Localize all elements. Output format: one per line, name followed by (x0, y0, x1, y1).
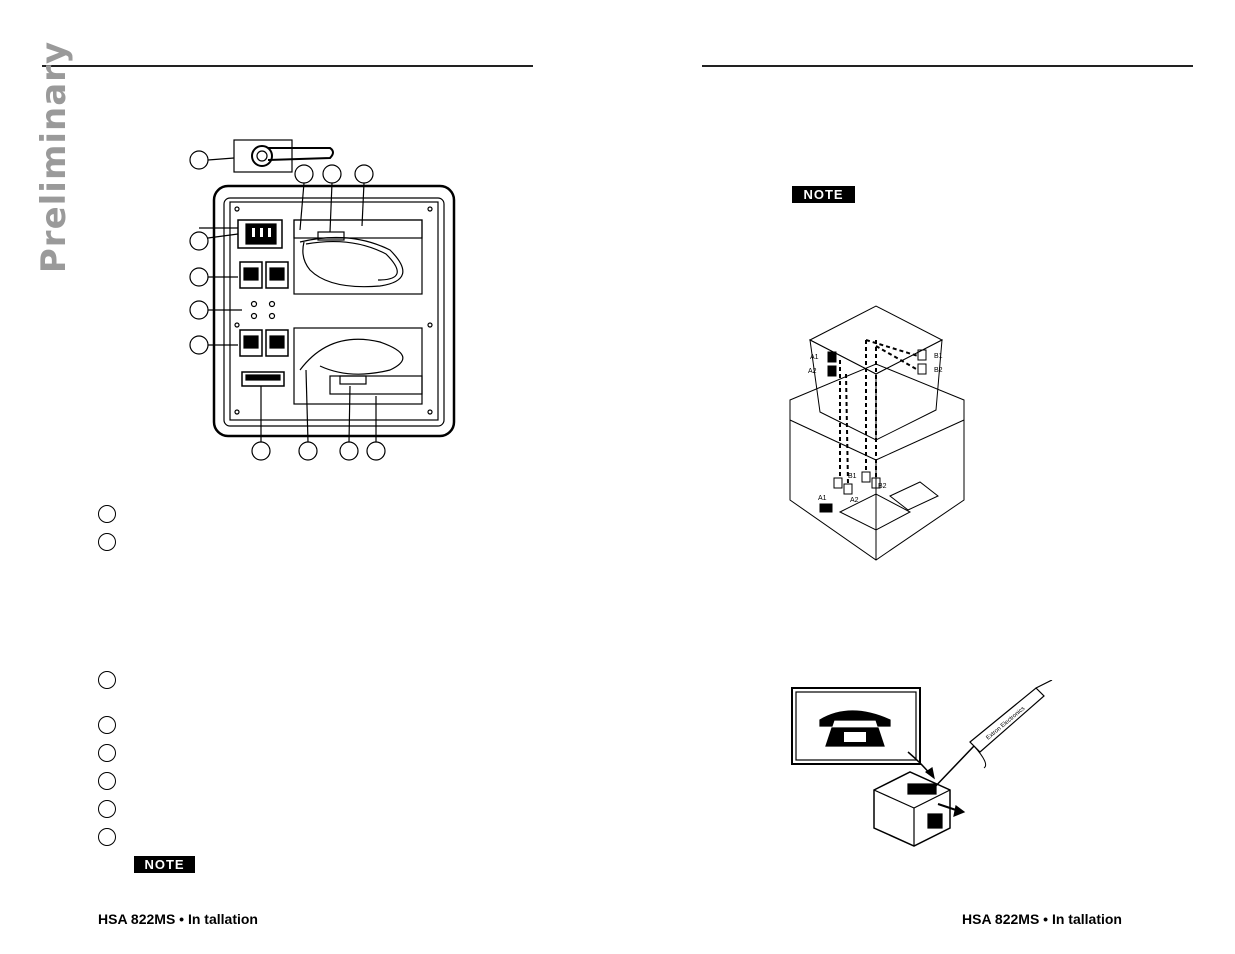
bullet-6 (98, 772, 116, 790)
callout-6 (189, 267, 209, 287)
label-a2-top: A2 (808, 368, 817, 375)
enclosure-wiring-diagram: A1 A2 B1 B2 A1 A2 B1 B2 (789, 305, 965, 561)
label-b1-bottom: B1 (848, 473, 857, 480)
rear-panel-diagram (189, 139, 456, 461)
telephone-icon (819, 710, 891, 747)
bullet-1 (98, 505, 116, 523)
callout-12 (366, 441, 386, 461)
bullet-3 (98, 671, 116, 689)
bullet-7 (98, 800, 116, 818)
left-watermark: Preliminary (34, 40, 75, 274)
note-label-left: NOTE (134, 856, 195, 873)
left-footer: HSA 822MS • In tallation (98, 911, 258, 927)
callout-7 (189, 300, 209, 320)
callout-9 (251, 441, 271, 461)
bullet-4 (98, 716, 116, 734)
right-page-top-rule (702, 65, 1193, 67)
callout-3 (294, 164, 314, 184)
right-footer: HSA 822MS • In tallation (962, 911, 1122, 927)
callout-1 (189, 150, 209, 170)
callout-2 (189, 231, 209, 251)
note-label-right: NOTE (792, 186, 855, 203)
label-a1-bottom: A1 (818, 495, 827, 502)
left-page-top-rule (42, 65, 533, 67)
callout-11 (339, 441, 359, 461)
callout-5 (354, 164, 374, 184)
bullet-5 (98, 744, 116, 762)
jack-release-diagram: Extron Electronics (791, 680, 1053, 847)
callout-4 (322, 164, 342, 184)
callout-10 (298, 441, 318, 461)
bullet-8 (98, 828, 116, 846)
callout-8 (189, 335, 209, 355)
label-a1-top: A1 (810, 354, 819, 361)
label-a2-bottom: A2 (850, 497, 859, 504)
label-b2-top: B2 (934, 367, 943, 374)
label-b2-bottom: B2 (878, 483, 887, 490)
label-b1-top: B1 (934, 353, 943, 360)
bullet-2 (98, 533, 116, 551)
